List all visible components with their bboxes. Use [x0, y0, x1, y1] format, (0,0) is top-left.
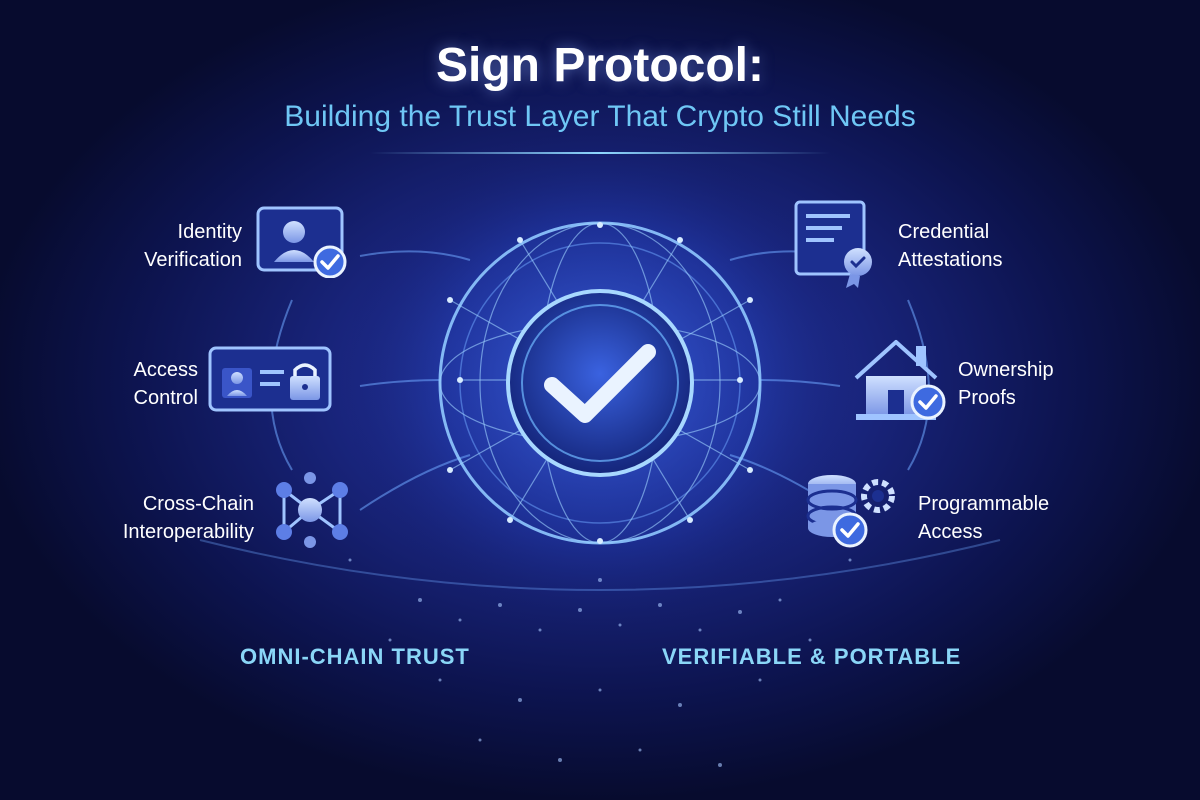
checkmark-globe-icon [438, 221, 762, 545]
divider [370, 152, 830, 154]
feature-identity-verification: Identity Verification [100, 218, 242, 274]
feature-label-line2: Interoperability [122, 521, 254, 543]
feature-label-line2: Access [918, 521, 983, 543]
certificate-icon [794, 200, 872, 288]
network-nodes-icon [276, 472, 348, 548]
feature-label-line1: Cross-Chain [142, 493, 254, 515]
feature-label-line1: Programmable [918, 493, 1050, 515]
user-check-icon [256, 206, 347, 278]
footer-omni-chain: OMNI-CHAIN TRUST [240, 644, 470, 669]
page-title: Sign Protocol: [436, 39, 764, 92]
feature-label-line2: Attestations [898, 249, 1003, 271]
feature-label-line2: Control [133, 387, 198, 409]
feature-cross-chain: Cross-Chain Interoperability [86, 490, 254, 546]
footer-verifiable: VERIFIABLE & PORTABLE [662, 644, 962, 669]
feature-label-line1: Ownership [958, 359, 1054, 381]
id-card-lock-icon [208, 346, 332, 412]
feature-label-line2: Verification [144, 249, 242, 271]
feature-label-line1: Access [133, 359, 198, 381]
database-gear-icon [806, 475, 895, 548]
feature-label-line1: Identity [177, 221, 242, 243]
feature-label-line1: Credential [898, 221, 990, 243]
feature-access-control: Access Control [100, 356, 198, 412]
page-subtitle: Building the Trust Layer That Crypto Sti… [284, 100, 916, 133]
feature-credential-attestations: Credential Attestations [898, 218, 1048, 274]
house-check-icon [854, 340, 946, 420]
feature-ownership-proofs: Ownership Proofs [958, 356, 1088, 412]
feature-label-line2: Proofs [958, 387, 1016, 409]
feature-programmable-access: Programmable Access [918, 490, 1078, 546]
